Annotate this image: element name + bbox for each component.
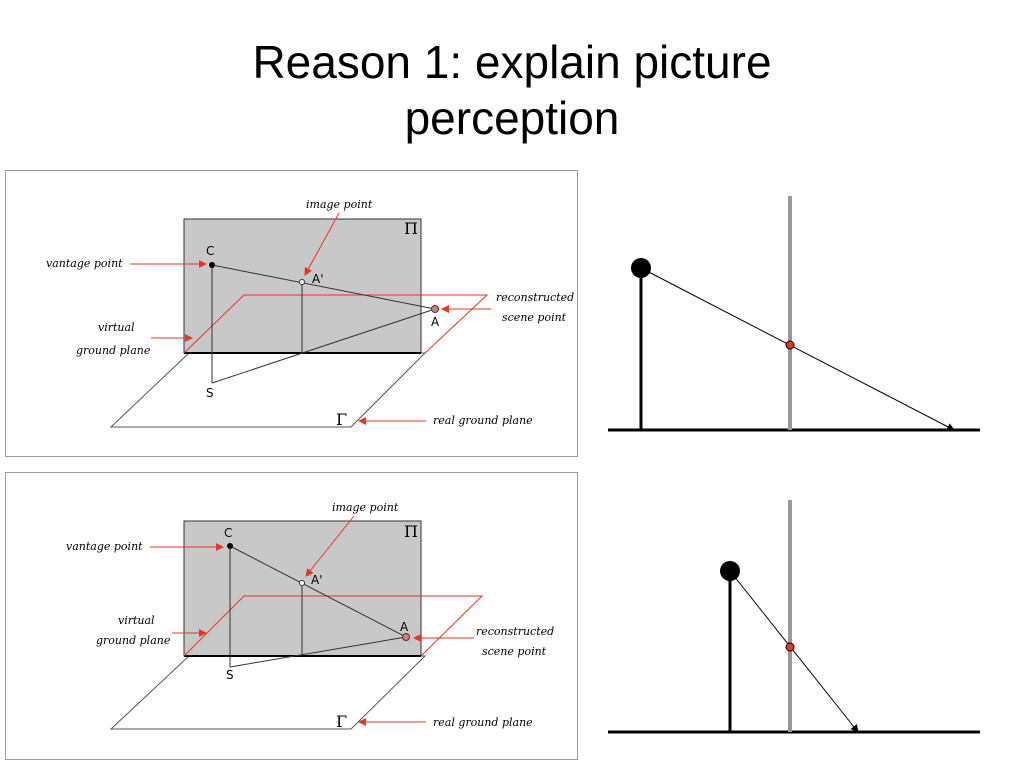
label-vantage-point: vantage point (46, 257, 123, 270)
label-reconstructed-line-1: reconstructed (496, 291, 574, 304)
vantage-point-c (227, 543, 233, 549)
ray-c-to-a (229, 545, 407, 638)
side-view-sketch-top (600, 190, 990, 440)
eye-point (631, 258, 651, 278)
side-view-sketch-bottom (600, 492, 990, 742)
image-point (785, 340, 795, 350)
image-point (785, 642, 795, 652)
image-point-a-prime (299, 580, 305, 586)
label-a-prime: A' (311, 573, 323, 587)
diagram-canvas-top: C A' A S Π Γ image point vantage point v… (46, 198, 574, 429)
slide-title: Reason 1: explain picture perception (0, 34, 1024, 146)
label-image-point: image point (306, 198, 373, 211)
ray-s-to-a (229, 636, 407, 668)
vantage-point-c (209, 262, 215, 268)
sight-ray (729, 570, 859, 733)
label-image-point: image point (332, 501, 399, 514)
image-point-a-prime (299, 279, 305, 285)
scene-point-a (402, 633, 410, 641)
label-c: C (224, 526, 232, 540)
label-reconstructed-line-2: scene point (502, 311, 567, 324)
sketch-canvas-bottom (608, 500, 980, 734)
label-real-ground-plane: real ground plane (433, 414, 533, 427)
sight-ray (640, 267, 955, 431)
label-s: S (206, 386, 214, 400)
eye-point (720, 561, 740, 581)
label-virtual-line-2: ground plane (76, 344, 151, 357)
label-a: A (400, 620, 409, 634)
real-ground-plane (109, 655, 427, 730)
virtual-ground-plane (183, 595, 484, 657)
ray-s-to-a (211, 308, 436, 384)
scene-point-a (431, 305, 439, 313)
label-reconstructed-line-1: reconstructed (476, 625, 554, 638)
label-a-prime: A' (312, 272, 324, 286)
label-gamma: Γ (336, 410, 347, 429)
title-line-2: perception (404, 92, 620, 144)
arrow-image-point (305, 515, 355, 577)
label-virtual-line-1: virtual (118, 614, 155, 627)
arrow-image-point (304, 212, 340, 276)
label-virtual-line-1: virtual (98, 321, 135, 334)
ray-c-to-a (211, 264, 436, 310)
label-a: A (431, 315, 440, 329)
diagram-canvas-bottom: C A' A S Π Γ image point vantage point v… (66, 501, 554, 731)
label-reconstructed-line-2: scene point (482, 645, 547, 658)
label-s: S (226, 668, 234, 682)
label-virtual-line-2: ground plane (96, 634, 171, 647)
perspective-diagram-top: C A' A S Π Γ image point vantage point v… (5, 170, 578, 457)
title-line-1: Reason 1: explain picture (252, 36, 772, 88)
label-pi: Π (404, 219, 418, 238)
label-c: C (206, 244, 214, 258)
label-pi: Π (404, 522, 418, 541)
label-vantage-point: vantage point (66, 540, 143, 553)
label-gamma: Γ (336, 712, 347, 731)
perspective-diagram-bottom: C A' A S Π Γ image point vantage point v… (5, 472, 578, 760)
sketch-canvas-top (608, 196, 980, 432)
label-real-ground-plane: real ground plane (433, 716, 533, 729)
